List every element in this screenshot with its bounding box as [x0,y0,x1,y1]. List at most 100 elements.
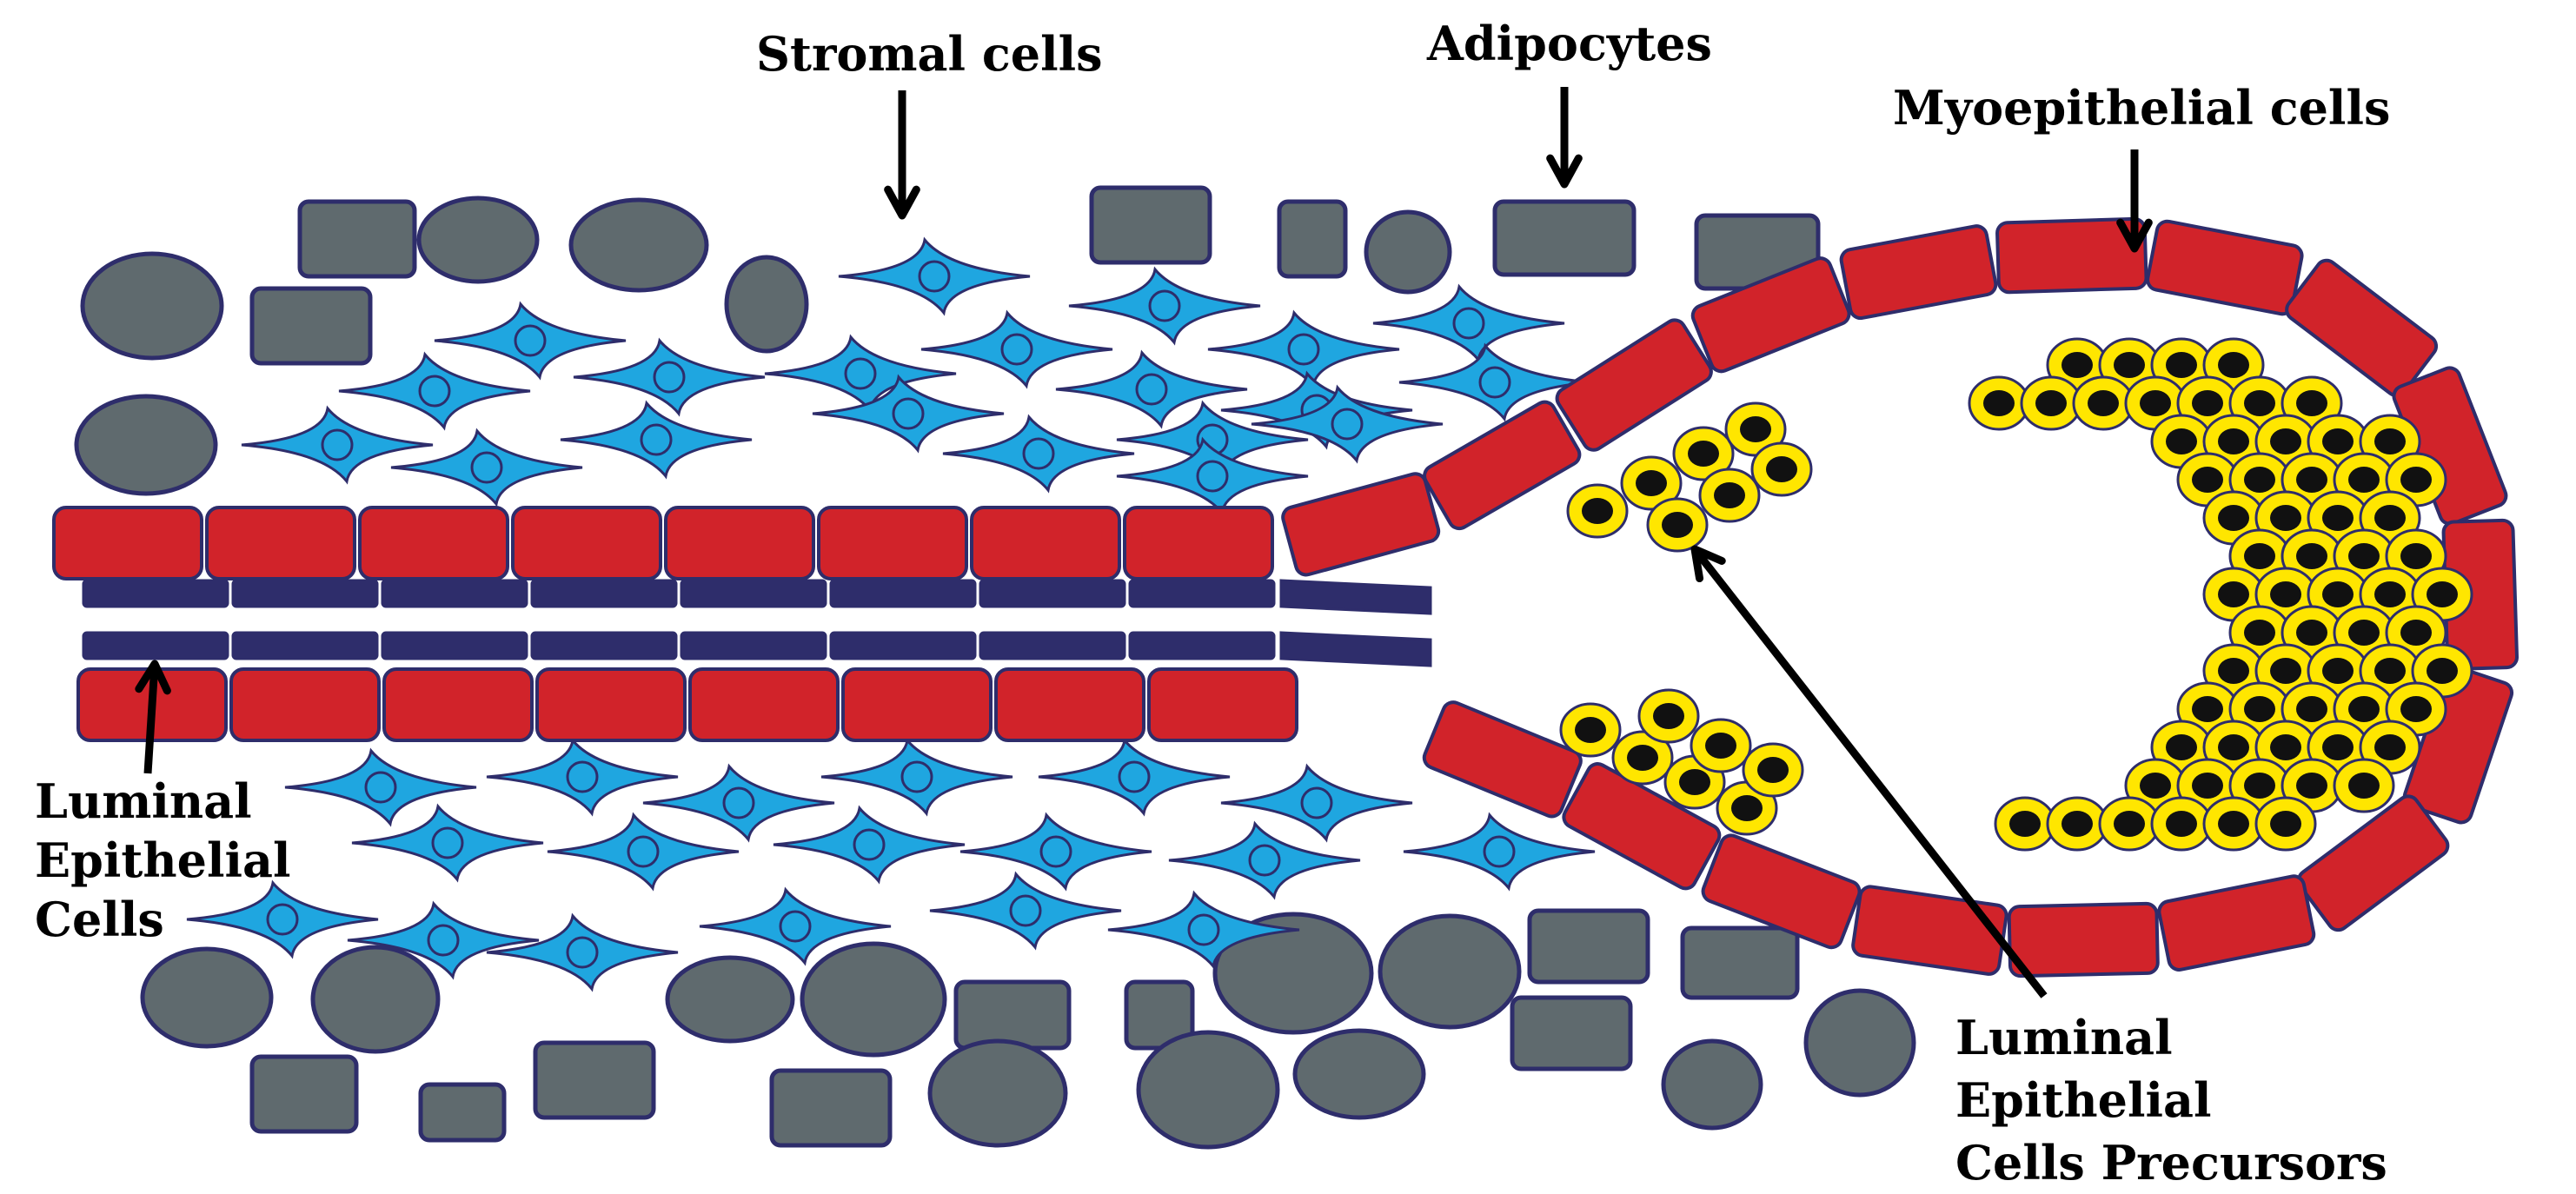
precursor-nucleus [2244,543,2275,569]
precursor-nucleus [1731,795,1763,821]
precursor-nucleus [2270,734,2301,760]
precursor-nucleus [2218,658,2249,684]
precursor-nucleus [2244,696,2275,722]
precursor-nucleus [2192,467,2223,493]
stromal-nucleus [1248,844,1281,877]
precursor-nucleus [2348,620,2380,646]
stromal-nucleus [1196,460,1229,493]
myoepithelial-cell [1423,400,1582,531]
adipocyte-cell [665,955,795,1044]
precursor-nucleus [2061,811,2093,837]
myoepithelial-cell [994,667,1145,742]
adipocyte-cell [533,1040,656,1120]
adipocyte-cell [74,394,218,496]
luminal-epithelial-cell [680,579,827,608]
stromal-nucleus [653,361,686,394]
adipocyte-cell [1527,908,1650,985]
stromal-nucleus [1478,366,1511,399]
luminal-epithelial-cell [530,579,678,608]
precursor-nucleus [2400,696,2432,722]
precursor-nucleus [2296,467,2327,493]
precursor-nucleus [2374,658,2406,684]
stromal-nucleus [918,260,951,293]
luminal-epithelial-cell [231,631,379,660]
precursor-nucleus [2218,811,2249,837]
precursor-nucleus [2218,352,2249,378]
myoepithelial-cell [1555,318,1713,452]
precursor-label-line: Luminal Epithelial [1955,1010,2212,1128]
adipocyte-cell [724,255,809,354]
precursor-nucleus [2270,581,2301,607]
myoepithelial-cell [205,506,356,580]
precursor-nucleus [2218,581,2249,607]
stromal-nucleus [364,771,397,804]
luminal-epithelial-cells-label: Luminal Epithelial Cells [35,772,313,949]
stromal-nucleus [470,451,503,484]
adipocyte-cell [1492,199,1637,277]
stromal-nucleus [321,428,354,461]
myoepithelial-cell [1123,506,1274,580]
precursor-nucleus [2140,390,2171,416]
stromal-nucleus [566,936,599,969]
pointer-arrowhead [1546,154,1583,189]
pointer-arrowhead [884,185,920,220]
precursor-nucleus [2374,581,2406,607]
luminal-epithelial-cell [1279,579,1432,615]
precursor-nucleus [2166,428,2197,454]
precursor-nucleus [1636,470,1667,496]
precursor-nucleus [1766,456,1797,482]
luminal-precursors-label: Luminal Epithelial Cells Precursors [1955,1006,2442,1194]
precursor-nucleus [1627,745,1658,771]
precursor-nucleus [2244,467,2275,493]
precursor-nucleus [2270,428,2301,454]
adipocyte-cell [1089,185,1212,265]
precursor-nucleus [2114,352,2145,378]
myoepithelial-cell [52,506,203,580]
stromal-nucleus [431,826,464,859]
precursor-nucleus [1705,733,1736,759]
stromal-nucleus [853,828,886,861]
precursor-nucleus [2322,581,2354,607]
precursor-nucleus [2348,696,2380,722]
precursor-nucleus [1740,416,1771,442]
precursor-nucleus [2400,543,2432,569]
precursor-nucleus [2244,773,2275,799]
myoepithelial-cell [841,667,993,742]
precursor-nucleus [1688,441,1719,467]
precursor-nucleus [2061,352,2093,378]
precursor-nucleus [2244,620,2275,646]
precursor-nucleus [1757,757,1789,783]
precursor-nucleus [2270,658,2301,684]
luminal-epithelial-cell [381,631,528,660]
precursor-nucleus [2218,734,2249,760]
luminal-label-line: Epithelial [35,832,291,888]
precursor-nucleus [2166,352,2197,378]
precursor-nucleus [2400,467,2432,493]
myoepithelial-cell [1690,256,1851,374]
luminal-epithelial-cell [829,579,977,608]
luminal-epithelial-cell [680,631,827,660]
stromal-nucleus [1452,307,1485,340]
myoepithelial-cell [817,506,968,580]
stromal-nucleus [844,357,877,390]
stromal-nucleus [1022,437,1055,470]
precursor-nucleus [2035,390,2067,416]
stromal-nucleus [1009,894,1042,927]
luminal-epithelial-cell [1128,631,1276,660]
precursor-nucleus [1582,498,1613,524]
stromal-nucleus [892,397,925,430]
myoepithelial-cell [358,506,509,580]
precursor-nucleus [2322,505,2354,531]
adipocyte-cell [310,945,441,1054]
precursor-nucleus [2322,734,2354,760]
luminal-epithelial-cell [82,631,229,660]
precursor-nucleus [2348,773,2380,799]
precursor-nucleus [2296,543,2327,569]
myoepithelial-cell [2007,901,2160,978]
stromal-nucleus [900,760,933,793]
luminal-label-line: Cells [35,892,164,947]
stromal-nucleus [566,760,599,793]
precursor-nucleus [2088,390,2119,416]
myoepithelial-cell [664,506,815,580]
myoepithelial-cell [1701,833,1862,950]
